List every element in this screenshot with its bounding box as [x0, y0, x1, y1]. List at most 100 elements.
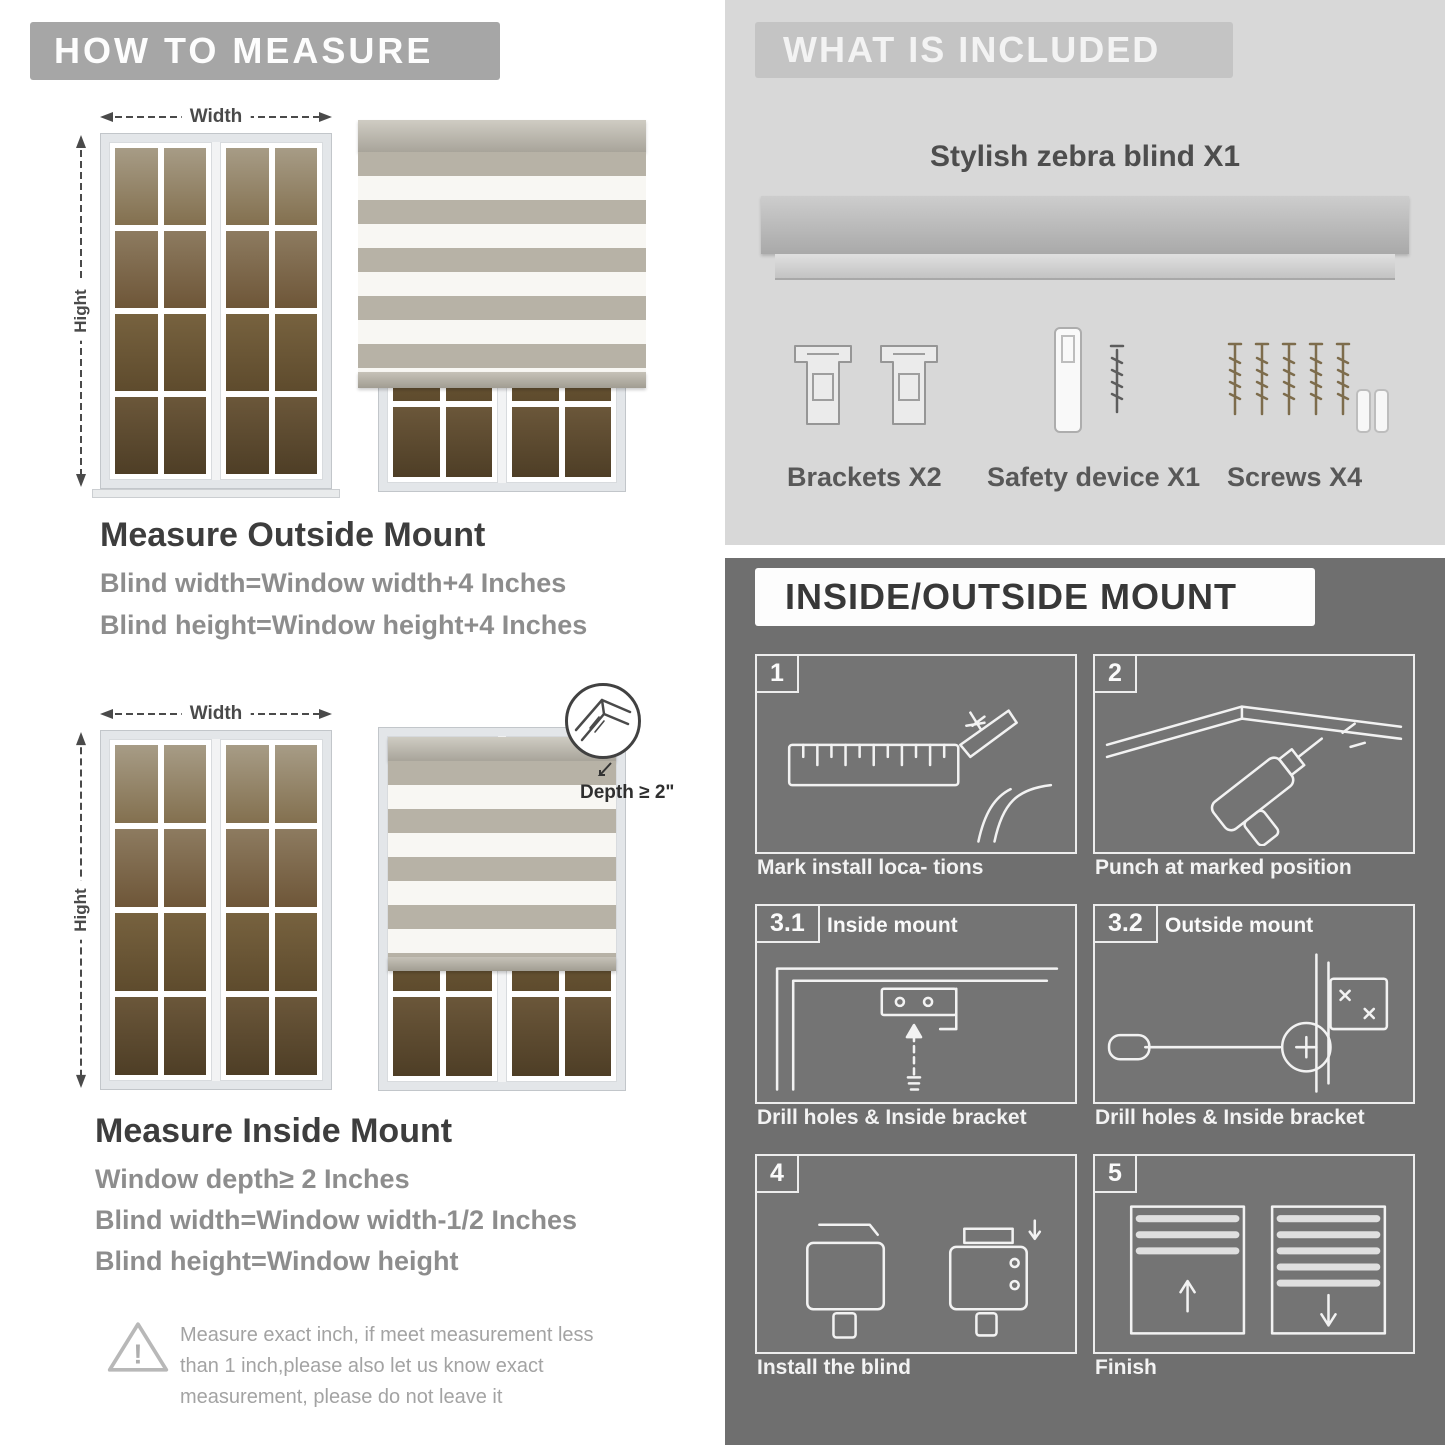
- window-illustration: [100, 133, 332, 489]
- drill-illustration: [1105, 705, 1403, 846]
- step-box-5: 5: [1093, 1154, 1415, 1354]
- step-caption: Install the blind: [757, 1356, 912, 1379]
- window-pane: [115, 829, 158, 907]
- blind-bottom-rail: [358, 372, 646, 388]
- window-sash: [109, 142, 212, 480]
- step-box-3-2: 3.2 Outside mount: [1093, 904, 1415, 1104]
- screws-icon: [1227, 342, 1389, 433]
- window-pane: [163, 913, 206, 991]
- safety-device-label: Safety device X1: [987, 462, 1201, 492]
- window-pane: [393, 997, 440, 1076]
- window-pane: [226, 829, 269, 907]
- window-pane: [163, 997, 206, 1075]
- brackets-label: Brackets X2: [787, 462, 942, 492]
- width-arrow: Width: [98, 703, 334, 725]
- window-pane: [564, 407, 611, 477]
- window-pane: [274, 148, 317, 225]
- step-caption: Drill holes & Inside bracket: [757, 1106, 1027, 1129]
- window-pane: [115, 745, 158, 823]
- window-pane: [445, 407, 492, 477]
- how-to-measure-header: HOW TO MEASURE: [30, 22, 500, 80]
- mount-instructions-section: INSIDE/OUTSIDE MOUNT 1 Mark install loca…: [725, 558, 1445, 1445]
- window-pane: [393, 407, 440, 477]
- step-caption: Punch at marked position: [1095, 856, 1352, 879]
- window-sash: [220, 142, 323, 480]
- blind-item-label: Stylish zebra blind X1: [929, 140, 1241, 173]
- mark-location-illustration: [787, 709, 1053, 843]
- window-pane: [115, 231, 158, 308]
- window-pane: [564, 997, 611, 1076]
- what-is-included-title: WHAT IS INCLUDED: [783, 29, 1161, 70]
- mount-instructions-header: INSIDE/OUTSIDE MOUNT: [755, 568, 1315, 626]
- blind-stripes: [358, 152, 646, 372]
- window-pane: [512, 407, 559, 477]
- inside-mount-title: Measure Inside Mount: [95, 1112, 453, 1150]
- window-pane: [274, 397, 317, 474]
- inside-bracket-illustration: [775, 967, 1059, 1091]
- window-pane: [163, 314, 206, 391]
- height-arrow: Hight: [70, 133, 92, 489]
- step-caption: Drill holes & Inside bracket: [1095, 1106, 1365, 1129]
- window-pane: [115, 997, 158, 1075]
- window-illustration: [100, 730, 332, 1090]
- window-pane: [163, 397, 206, 474]
- window-pane: [163, 148, 206, 225]
- window-pane: [226, 314, 269, 391]
- window-pane: [115, 314, 158, 391]
- zebra-blind-shade: [388, 737, 616, 971]
- window-pane: [226, 997, 269, 1075]
- window-pane: [274, 231, 317, 308]
- outside-bracket-illustration: [1107, 953, 1389, 1093]
- height-label: Hight: [71, 281, 91, 341]
- outside-mount-height-formula: Blind height=Window height+4 Inches: [100, 610, 588, 640]
- window-pane: [274, 829, 317, 907]
- window-pane: [226, 913, 269, 991]
- window-pane: [163, 829, 206, 907]
- step-caption: Finish: [1095, 1356, 1157, 1379]
- blind-stripes: [388, 761, 616, 957]
- width-label: Width: [181, 703, 251, 725]
- finish-illustration: [1129, 1205, 1387, 1335]
- warning-icon: !: [107, 1322, 169, 1372]
- blind-cassette-illustration: [761, 196, 1409, 254]
- window-pane: [226, 231, 269, 308]
- depth-pointer-icon: [597, 762, 612, 776]
- inside-mount-blind-illustration: [378, 727, 626, 1091]
- window-pane: [445, 997, 492, 1076]
- step-number: 3.2: [1095, 906, 1158, 943]
- install-blind-illustration: [806, 1219, 1042, 1339]
- window-sill: [92, 489, 340, 498]
- outside-mount-title: Measure Outside Mount: [100, 516, 486, 554]
- window-pane: [226, 745, 269, 823]
- height-label: Hight: [71, 880, 91, 940]
- how-to-measure-section: HOW TO MEASURE Width Hight: [0, 0, 710, 1445]
- measurement-warning-text: Measure exact inch, if meet measurement …: [180, 1324, 594, 1408]
- inside-mount-height-formula: Blind height=Window height: [95, 1246, 459, 1276]
- inside-mount-depth-rule: Window depth≥ 2 Inches: [95, 1164, 410, 1194]
- brackets-icon: [794, 345, 938, 425]
- step-title: Outside mount: [1165, 914, 1314, 937]
- window-pane: [115, 913, 158, 991]
- window-pane: [274, 745, 317, 823]
- step-number: 2: [1095, 656, 1137, 693]
- window-corner-depth-icon: [574, 698, 632, 742]
- window-pane: [115, 148, 158, 225]
- window-pane: [115, 397, 158, 474]
- step-box-4: 4: [755, 1154, 1077, 1354]
- step-number: 1: [757, 656, 799, 693]
- window-pane: [163, 745, 206, 823]
- how-to-measure-title: HOW TO MEASURE: [54, 30, 434, 71]
- depth-detail-circle: [565, 683, 641, 759]
- window-pane: [274, 997, 317, 1075]
- what-is-included-header: WHAT IS INCLUDED: [755, 22, 1233, 78]
- window-sashes: [109, 142, 323, 480]
- step-title: Inside mount: [827, 914, 958, 937]
- what-is-included-section: WHAT IS INCLUDED Stylish zebra blind X1: [725, 0, 1445, 545]
- step-caption: Mark install loca- tions: [757, 856, 984, 879]
- step-box-2: 2: [1093, 654, 1415, 854]
- blind-bottom-rail: [388, 957, 616, 971]
- screws-label: Screws X4: [1227, 462, 1363, 492]
- outside-mount-width-formula: Blind width=Window width+4 Inches: [100, 568, 567, 598]
- safety-device-icon: [1054, 327, 1125, 433]
- window-pane: [226, 148, 269, 225]
